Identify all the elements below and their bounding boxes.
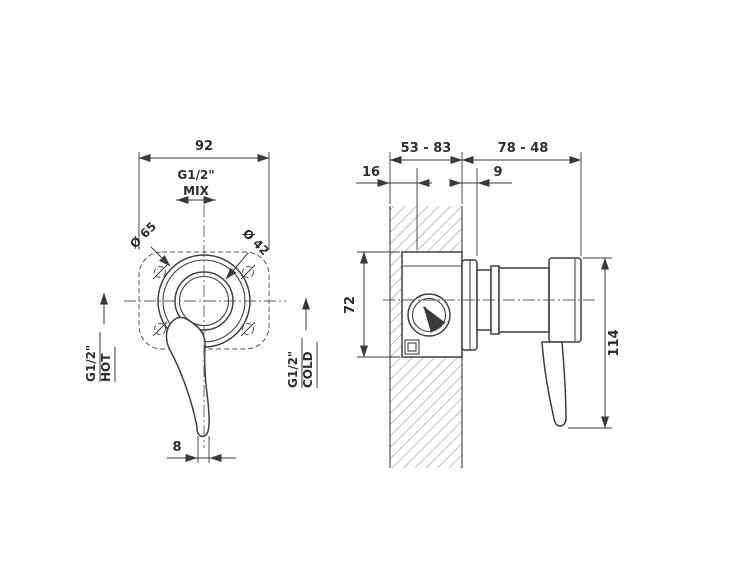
stop-valve-square-inner	[407, 342, 417, 352]
hole-tick	[152, 264, 168, 280]
mix-label: MIX	[183, 184, 209, 198]
cold-thread-label: G1/2"	[286, 351, 300, 388]
dim-depth-range-label: 53 - 83	[401, 141, 452, 156]
dia-outer-leader	[150, 246, 171, 267]
mounting-hole-icon	[242, 266, 254, 278]
mix-thread-label: G1/2"	[177, 168, 214, 182]
mounting-hole-icon	[154, 323, 166, 335]
hole-tick	[240, 321, 256, 337]
stop-valve-square	[404, 339, 420, 355]
mounting-hole-icon	[154, 266, 166, 278]
cold-label: COLD	[301, 351, 315, 388]
mounting-hole-icon	[242, 323, 254, 335]
front-view: 92 G1/2" MIX Ø 65 Ø 42 G1/2" HOT G1/2" C…	[84, 139, 318, 463]
lever-front	[165, 316, 210, 438]
dim-lever-label: 8	[172, 440, 181, 455]
dim-body-height-label: 72	[343, 296, 358, 314]
side-view: 53 - 83 78 - 48 16 9 72 114	[343, 141, 622, 468]
hot-thread-label: G1/2"	[84, 345, 98, 382]
temperature-arrow-icon	[423, 306, 446, 333]
lever-side	[541, 341, 567, 427]
hot-label: HOT	[99, 353, 113, 382]
dia-inner-label: Ø 42	[240, 226, 272, 258]
dim-plate-label: 9	[493, 165, 502, 180]
dim-width-label: 92	[195, 139, 213, 154]
dia-inner-leader	[225, 252, 249, 280]
dia-outer-label: Ø 65	[127, 219, 159, 251]
mounting-holes	[152, 264, 256, 337]
dim-total-height-label: 114	[607, 329, 622, 356]
dim-protrusion-range-label: 78 - 48	[498, 141, 549, 156]
dim-recess-label: 16	[362, 165, 380, 180]
